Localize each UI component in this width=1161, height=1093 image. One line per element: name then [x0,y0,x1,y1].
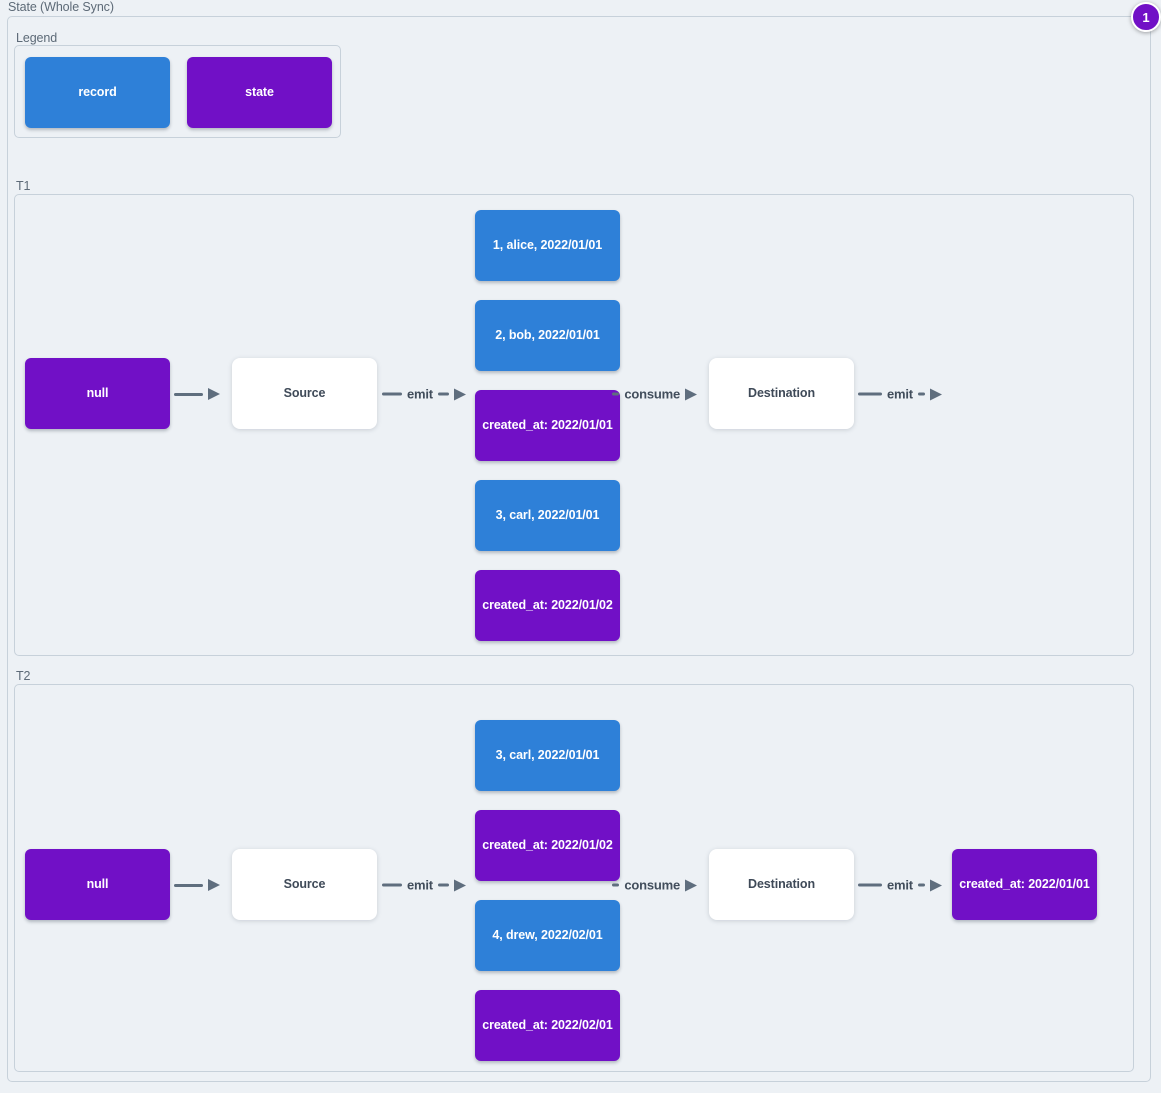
arrow-line [174,883,203,887]
t2-emit-in-arrow: emit [382,878,466,893]
t2-destination-node: Destination [709,849,854,920]
state-node: created_at: 2022/02/01 [475,990,620,1061]
arrow-label-consume: consume [624,386,680,402]
t1-emit-in-arrow: emit [382,387,466,402]
arrow-label-emit: emit [887,386,913,402]
arrow-line [382,883,402,887]
arrowhead-icon [208,879,220,891]
t2-consume-arrow: consume [612,878,697,893]
arrow-line [382,392,402,396]
legend-state-swatch: state [187,57,332,128]
arrowhead-icon [685,879,697,891]
legend-label: Legend [16,31,58,45]
arrow-line [858,392,882,396]
arrowhead-icon [685,388,697,400]
state-node: created_at: 2022/01/02 [475,810,620,881]
arrow-line [437,883,449,887]
t1-destination-node: Destination [709,358,854,429]
diagram-title: State (Whole Sync) [8,0,114,14]
t1-consume-arrow: consume [612,387,697,402]
legend-panel [14,45,341,138]
annotation-badge[interactable]: 1 [1131,2,1161,32]
tier-t2-panel [14,684,1134,1072]
t2-source-node: Source [232,849,377,920]
arrowhead-icon [454,879,466,891]
t2-output-state-node: created_at: 2022/01/01 [952,849,1097,920]
t2-arrow-state-to-source [174,879,220,891]
arrow-line [917,883,925,887]
arrow-label-consume: consume [624,877,680,893]
arrow-line [174,392,203,396]
arrow-label-emit: emit [407,877,433,893]
record-node: 1, alice, 2022/01/01 [475,210,620,281]
tier-t2-label: T2 [16,669,31,683]
arrow-line [917,392,925,396]
record-node: 4, drew, 2022/02/01 [475,900,620,971]
t1-source-node: Source [232,358,377,429]
arrow-label-emit: emit [887,877,913,893]
record-node: 3, carl, 2022/01/01 [475,720,620,791]
state-node: created_at: 2022/01/02 [475,570,620,641]
t2-input-state-node: null [25,849,170,920]
tier-t1-panel [14,194,1134,656]
state-whole-sync-panel [7,16,1151,1082]
record-node: 2, bob, 2022/01/01 [475,300,620,371]
arrow-line [437,392,449,396]
legend-record-swatch: record [25,57,170,128]
state-node: created_at: 2022/01/01 [475,390,620,461]
arrow-line [612,392,620,396]
arrowhead-icon [208,388,220,400]
arrow-label-emit: emit [407,386,433,402]
arrowhead-icon [930,879,942,891]
t1-arrow-state-to-source [174,388,220,400]
arrow-line [858,883,882,887]
t2-emit-out-arrow: emit [858,878,942,893]
record-node: 3, carl, 2022/01/01 [475,480,620,551]
arrow-line [612,883,620,887]
t1-input-state-node: null [25,358,170,429]
t1-emit-out-arrow: emit [858,387,942,402]
arrowhead-icon [454,388,466,400]
tier-t1-label: T1 [16,179,31,193]
arrowhead-icon [930,388,942,400]
